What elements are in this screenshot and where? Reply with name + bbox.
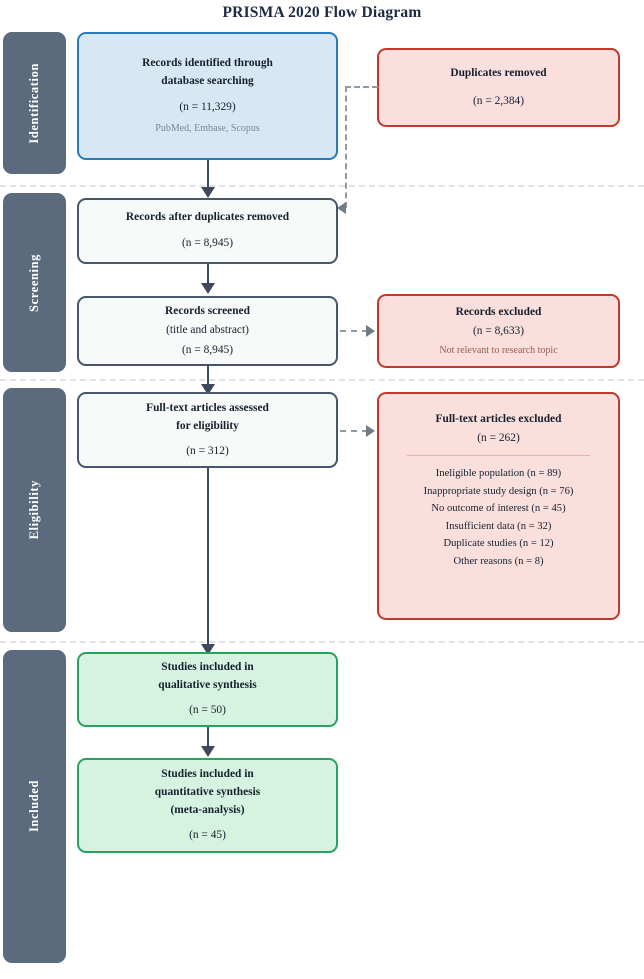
- box-qualitative-synthesis[interactable]: Studies included in qualitative synthesi…: [77, 652, 338, 727]
- arrow-fulltext-to-qualitative-line: [207, 468, 209, 648]
- box-quantitative-synthesis-head-2: quantitative synthesis: [154, 786, 261, 798]
- box-fulltext-assessed[interactable]: Full-text articles assessed for eligibil…: [77, 392, 338, 468]
- box-records-screened-count: (n = 8,945): [181, 343, 234, 356]
- arrow-qualitative-to-quantitative-head: [201, 746, 215, 757]
- box-qualitative-synthesis-head-2: qualitative synthesis: [158, 679, 257, 691]
- box-qualitative-synthesis-head-1: Studies included in: [161, 661, 254, 673]
- box-fulltext-excluded-head: Full-text articles excluded: [435, 413, 562, 425]
- box-records-identified-head-2: database searching: [161, 75, 254, 87]
- box-fulltext-assessed-count: (n = 312): [186, 444, 229, 457]
- box-records-after-duplicates[interactable]: Records after duplicates removed (n = 8,…: [77, 198, 338, 264]
- box-records-excluded[interactable]: Records excluded (n = 8,633) Not relevan…: [377, 294, 620, 368]
- box-qualitative-synthesis-count: (n = 50): [189, 704, 226, 716]
- box-records-screened-head: Records screened: [165, 304, 250, 317]
- arrow-screened-to-fulltext-head: [201, 384, 215, 395]
- arrow-qualitative-to-quantitative-line: [207, 727, 209, 752]
- connector-screened-to-excluded: [340, 330, 368, 332]
- box-records-screened-sub: (title and abstract): [166, 323, 249, 336]
- box-records-excluded-head: Records excluded: [455, 305, 542, 318]
- fulltext-excluded-reason-list: Ineligible population (n = 89) Inappropr…: [389, 465, 608, 570]
- stage-separator-eligibility-included: [0, 641, 644, 643]
- arrow-after-duplicates-to-screened-head: [201, 283, 215, 294]
- box-records-after-duplicates-count: (n = 8,945): [181, 237, 234, 249]
- box-quantitative-synthesis-head-1: Studies included in: [161, 768, 254, 780]
- box-duplicates-removed-count: (n = 2,384): [472, 94, 525, 107]
- arrow-identified-to-after-duplicates-head: [201, 187, 215, 198]
- connector-fulltext-to-excluded-arrowhead: [366, 425, 375, 437]
- connector-duplicates-horizontal: [345, 86, 378, 88]
- list-item: Ineligible population (n = 89): [435, 468, 562, 479]
- box-fulltext-assessed-head-1: Full-text articles assessed: [146, 401, 269, 414]
- list-item: Duplicate studies (n = 12): [443, 538, 554, 549]
- box-quantitative-synthesis-head-3: (meta-analysis): [170, 804, 245, 816]
- stage-band-identification: Identification: [3, 32, 66, 174]
- box-records-identified-note: PubMed, Embase, Scopus: [155, 123, 260, 134]
- arrow-screened-to-fulltext-line: [207, 366, 209, 392]
- stage-band-label-eligibility: Eligibility: [27, 480, 41, 540]
- stage-separator-screening-eligibility: [0, 379, 644, 381]
- list-item: No outcome of interest (n = 45): [431, 503, 566, 514]
- connector-screened-to-excluded-arrowhead: [366, 325, 375, 337]
- stage-band-eligibility: Eligibility: [3, 388, 66, 632]
- box-records-excluded-count: (n = 8,633): [472, 324, 525, 337]
- box-duplicates-removed[interactable]: Duplicates removed (n = 2,384): [377, 48, 620, 127]
- box-records-identified[interactable]: Records identified through database sear…: [77, 32, 338, 160]
- stage-band-screening: Screening: [3, 193, 66, 372]
- stage-band-label-identification: Identification: [27, 62, 41, 144]
- box-quantitative-synthesis[interactable]: Studies included in quantitative synthes…: [77, 758, 338, 853]
- list-item: Insufficient data (n = 32): [445, 520, 552, 532]
- connector-duplicates-vertical: [345, 86, 347, 208]
- box-fulltext-assessed-head-2: for eligibility: [176, 419, 239, 432]
- box-fulltext-excluded-count: (n = 262): [477, 432, 520, 444]
- stage-separator-identification-screening: [0, 185, 644, 187]
- fulltext-excluded-divider: [406, 455, 591, 456]
- box-records-identified-count: (n = 11,329): [179, 101, 236, 113]
- box-quantitative-synthesis-count: (n = 45): [189, 829, 226, 841]
- stage-band-included: Included: [3, 650, 66, 963]
- list-item: Inappropriate study design (n = 76): [423, 485, 574, 497]
- page-title: PRISMA 2020 Flow Diagram: [222, 4, 422, 21]
- box-duplicates-removed-head: Duplicates removed: [450, 66, 547, 79]
- box-records-screened[interactable]: Records screened (title and abstract) (n…: [77, 296, 338, 366]
- arrow-identified-to-after-duplicates-line: [207, 160, 209, 189]
- box-records-excluded-note: Not relevant to research topic: [439, 344, 558, 356]
- connector-duplicates-arrowhead: [337, 202, 346, 214]
- stage-band-label-screening: Screening: [27, 253, 41, 312]
- connector-fulltext-to-excluded: [340, 430, 368, 432]
- stage-band-label-included: Included: [27, 780, 41, 833]
- list-item: Other reasons (n = 8): [453, 555, 544, 567]
- box-fulltext-excluded[interactable]: Full-text articles excluded (n = 262) In…: [377, 392, 620, 620]
- arrow-fulltext-to-qualitative-head: [201, 644, 215, 655]
- box-records-after-duplicates-head: Records after duplicates removed: [125, 211, 290, 223]
- box-records-identified-head-1: Records identified through: [142, 57, 273, 69]
- arrow-after-duplicates-to-screened-line: [207, 264, 209, 289]
